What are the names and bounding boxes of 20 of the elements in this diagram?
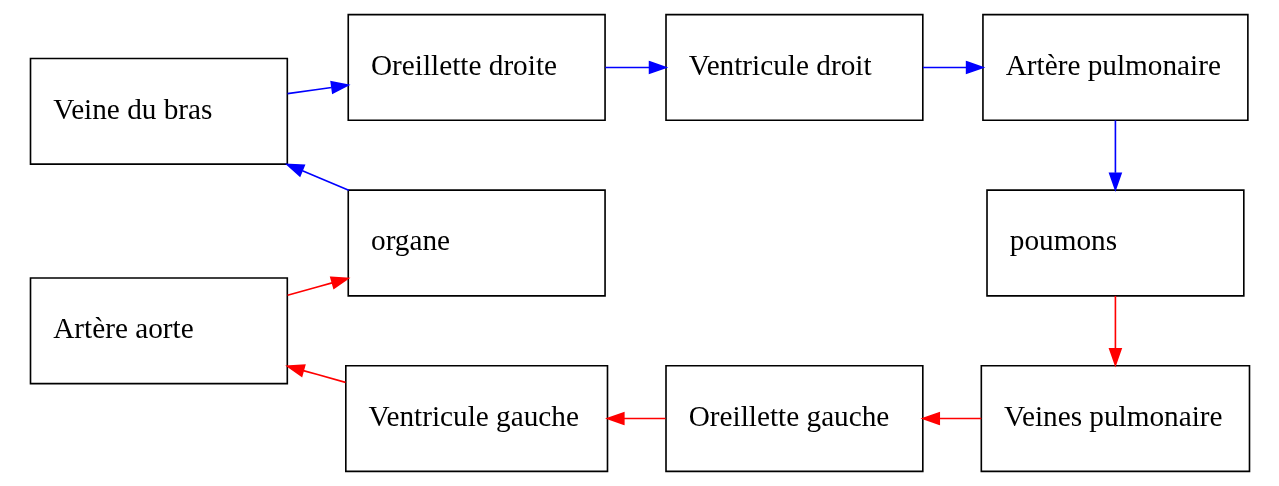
arrow [604,411,666,426]
node-box: Ventricule droit [664,13,924,122]
node-box: Veine du bras [29,57,288,165]
node-box: Oreillette droite [346,13,606,122]
arrow [284,163,350,191]
arrow [604,60,668,75]
arrow [284,364,346,384]
node-box: Ventricule gauche [344,364,608,473]
arrow [286,80,350,95]
node-box: Artère pulmonaire [981,13,1249,122]
node-box: Oreillette gauche [664,364,924,473]
node-box: Artère aorte [29,277,288,385]
arrow [1108,295,1122,368]
node-box: Veines pulmonaire [980,364,1250,473]
arrow [1108,119,1122,192]
arrow [920,411,982,426]
node-box: poumons [985,189,1245,297]
arrow [286,276,350,297]
node-box: organe [346,189,606,297]
arrow [921,60,985,75]
